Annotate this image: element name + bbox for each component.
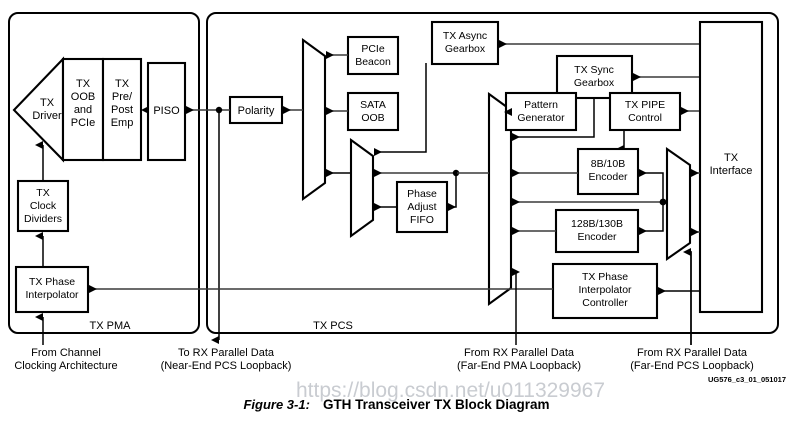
tx-phase-interpolator-controller-label-2: Interpolator <box>578 284 632 296</box>
encoder-128b130b-label-1: 128B/130B <box>571 218 623 230</box>
tx-oob-and-pcie-label-2: OOB <box>71 91 95 103</box>
tx-pcs-region-frame <box>206 12 779 334</box>
encoder-8b10b-label-2: Encoder <box>588 171 628 183</box>
tx-async-gearbox-label-2: Gearbox <box>445 43 486 55</box>
figure-number: Figure 3-1: <box>243 397 310 412</box>
tx-sync-gearbox-label-2: Gearbox <box>574 77 615 89</box>
encoder-input-mux <box>665 146 692 262</box>
tx-clock-dividers-label-1: TX <box>36 187 49 199</box>
tx-async-gearbox-block <box>430 20 500 66</box>
encoder-8b10b-label-1: 8B/10B <box>591 158 625 170</box>
wire-sync-gearbox-to-pcsmux <box>512 98 595 141</box>
wire-junction-to-phase-adjust-fifo <box>448 173 457 211</box>
to-rx-near-end-label-2: (Near-End PCS Loopback) <box>161 360 292 372</box>
figure-caption: Figure 3-1: GTH Transceiver TX Block Diag… <box>0 396 793 414</box>
sata-oob-label-1: SATA <box>360 99 386 111</box>
from-channel-clocking-label-2: Clocking Architecture <box>14 360 117 372</box>
tx-pipe-control-block <box>608 91 682 132</box>
tx-pre-post-emphasis-label-2: Pre/ <box>112 91 133 103</box>
to-rx-near-end-label-1: To RX Parallel Data <box>178 347 275 359</box>
pcie-beacon-label-1: PCIe <box>361 43 385 55</box>
tx-pma-region-label: TX PMA <box>90 320 132 332</box>
tx-interface-label-1: TX <box>724 152 739 164</box>
tx-pma-region-frame <box>8 12 200 334</box>
from-rx-far-end-pma-label-2: (Far-End PMA Loopback) <box>457 360 581 372</box>
pcs-datapath-mux-small <box>349 137 375 239</box>
tx-sync-gearbox-label-1: TX Sync <box>574 64 614 76</box>
wire-async-gearbox-to-smallmux <box>374 63 427 156</box>
sata-oob-block <box>346 91 400 132</box>
tx-phase-interpolator-controller-label-3: Controller <box>582 297 628 309</box>
pcie-beacon-block <box>346 35 400 76</box>
tx-pipe-control-label-2: Control <box>628 112 662 124</box>
tx-pcs-region-label: TX PCS <box>313 320 353 332</box>
tx-pipe-control-label-1: TX PIPE <box>625 99 665 111</box>
tx-pre-post-emphasis-label-1: TX <box>115 78 130 90</box>
pattern-generator-label-2: Generator <box>517 112 565 124</box>
tx-clock-dividers-label-2: Clock <box>30 200 57 212</box>
from-rx-far-end-pcs-label-2: (Far-End PCS Loopback) <box>630 360 754 372</box>
pattern-generator-label-1: Pattern <box>524 99 558 111</box>
tx-driver-label-1: TX <box>40 97 55 109</box>
encoder-8b10b-block <box>576 147 640 196</box>
tx-sync-gearbox-block <box>555 54 634 100</box>
tx-pre-post-emphasis-label-4: Emp <box>111 117 134 129</box>
wire-encoder-feed-8b10b <box>639 169 664 202</box>
polarity-label: Polarity <box>238 105 275 117</box>
tx-clock-dividers-label-3: Dividers <box>24 213 62 225</box>
tx-oob-and-pcie-label-3: and <box>74 104 92 116</box>
wire-far-end-pma-loopback-to-pcsmux <box>512 268 520 345</box>
piso-label: PISO <box>153 105 180 117</box>
tx-oob-and-pcie-label-4: PCIe <box>71 117 95 129</box>
tx-phase-interpolator-label-1: TX Phase <box>29 276 75 288</box>
from-rx-far-end-pcs-label-1: From RX Parallel Data <box>637 347 748 359</box>
figure-title: GTH Transceiver TX Block Diagram <box>322 397 550 412</box>
tx-phase-interpolator-label-2: Interpolator <box>25 289 79 301</box>
tx-oob-and-pcie-label-1: TX <box>76 78 91 90</box>
tx-interface-label-2: Interface <box>710 165 753 177</box>
phase-adjust-fifo-label-1: Phase <box>407 188 437 200</box>
tx-clock-dividers-block <box>16 179 70 233</box>
tx-phase-interpolator-block <box>14 265 90 314</box>
pma-output-mux <box>301 37 327 202</box>
encoder-128b130b-label-2: Encoder <box>577 231 617 243</box>
pcs-output-mux <box>487 91 513 307</box>
tx-interface-block <box>698 20 764 314</box>
tx-driver-label-2: Driver <box>32 110 62 122</box>
document-code-label: UG576_c3_01_051017 <box>708 375 786 384</box>
pattern-generator-block <box>504 91 578 132</box>
tx-phase-interpolator-controller-block <box>551 262 659 320</box>
from-channel-clocking-label-1: From Channel <box>31 347 101 359</box>
from-rx-far-end-pma-label-1: From RX Parallel Data <box>464 347 575 359</box>
pcie-beacon-label-2: Beacon <box>355 56 391 68</box>
tx-phase-interpolator-controller-label-1: TX Phase <box>582 271 628 283</box>
wire-encoder-feed-128b130b <box>639 202 664 235</box>
phase-adjust-fifo-label-3: FIFO <box>410 214 434 226</box>
tx-async-gearbox-label-1: TX Async <box>443 30 487 42</box>
tx-pre-post-emphasis-label-3: Post <box>111 104 133 116</box>
tx-oob-and-pcie-block <box>61 57 105 162</box>
sata-oob-label-2: OOB <box>361 112 384 124</box>
phase-adjust-fifo-label-2: Adjust <box>407 201 436 213</box>
